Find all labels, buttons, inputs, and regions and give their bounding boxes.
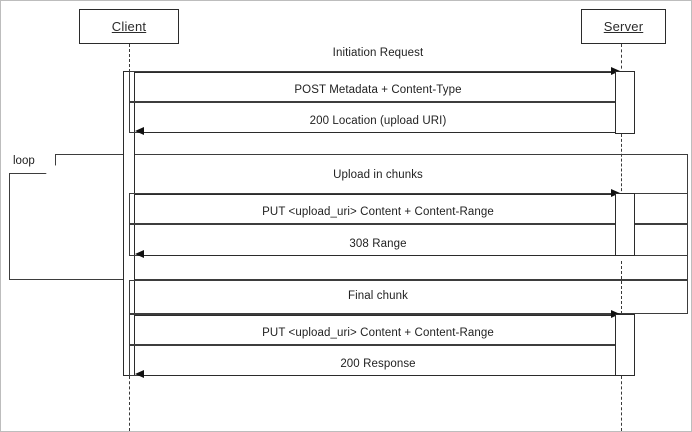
lifeline-server-top: [621, 44, 622, 74]
loop-fragment-label: loop: [13, 155, 35, 167]
message-line-m4: [141, 255, 617, 256]
lifeline-client-bottom: [129, 376, 130, 431]
lifeline-client-top: [129, 44, 130, 72]
message-line-m6: [141, 375, 617, 376]
participant-box-server[interactable]: Server: [581, 9, 666, 44]
arrowhead-m6: [135, 370, 144, 378]
message-label-m6: 200 Response: [340, 358, 416, 370]
message-line-m2: [141, 132, 617, 133]
message-label-m1: POST Metadata + Content-Type: [294, 84, 462, 96]
section-caption-initiation: Initiation Request: [332, 47, 424, 59]
message-line-m5: [135, 315, 617, 316]
lifeline-server-gap-2: [621, 261, 622, 319]
message-box-m5: [129, 280, 688, 314]
section-caption-final-chunk: Final chunk: [348, 290, 408, 302]
activation-bar-server-3: [615, 314, 635, 376]
message-line-m1: [135, 72, 617, 73]
participant-label-server: Server: [603, 19, 644, 34]
message-label-m4: 308 Range: [349, 238, 407, 250]
message-box-m3: [129, 193, 688, 224]
participant-box-client[interactable]: Client: [79, 9, 179, 44]
section-caption-upload-loop: Upload in chunks: [333, 169, 423, 181]
message-label-m2: 200 Location (upload URI): [309, 115, 447, 127]
message-label-m5: PUT <upload_uri> Content + Content-Range: [262, 327, 494, 339]
message-line-m3: [135, 194, 617, 195]
arrowhead-m2: [135, 127, 144, 135]
lifeline-server-bottom: [621, 376, 622, 431]
participant-label-client: Client: [111, 19, 147, 34]
arrowhead-m4: [135, 250, 144, 258]
lifeline-server-gap-1: [621, 134, 622, 201]
activation-bar-server-1: [615, 71, 635, 134]
message-label-m3: PUT <upload_uri> Content + Content-Range: [262, 206, 494, 218]
activation-bar-server-2: [615, 193, 635, 256]
loop-fragment-tag: loop: [9, 154, 56, 174]
